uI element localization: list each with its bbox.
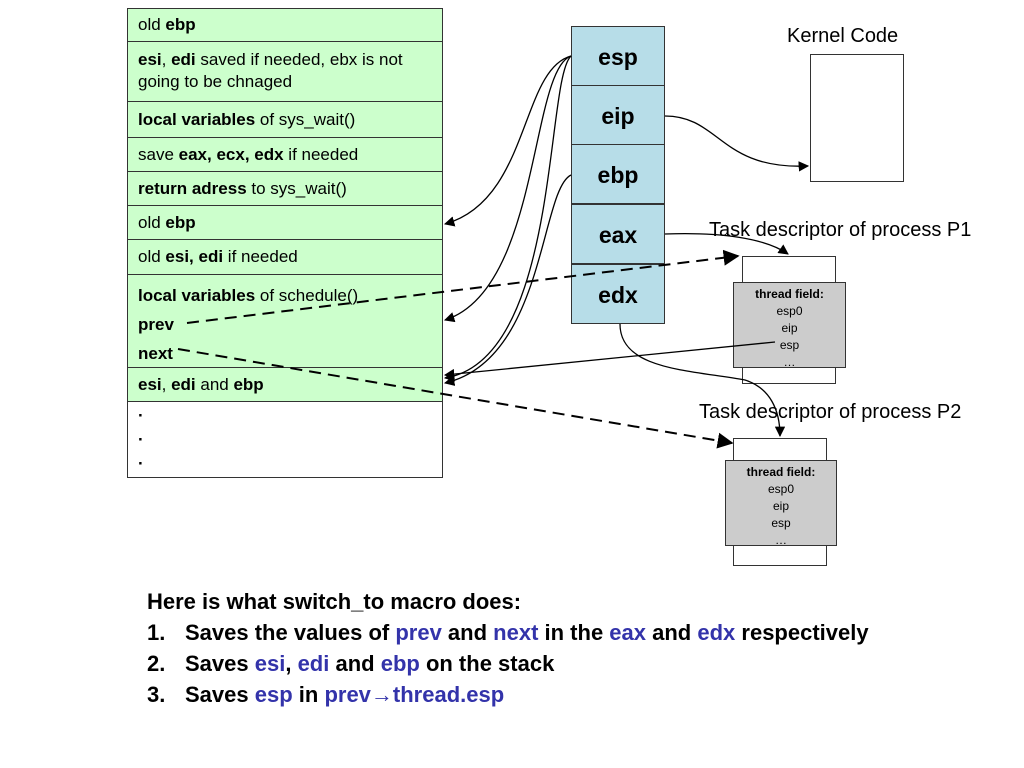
arrow-p1-esp-to-stack [443,341,776,380]
stack-cell-old-ebp-2: old ebp [127,205,443,240]
thread-field-p2: thread field: esp0 eip esp … [725,460,837,547]
stack-cell-esi-edi-saved: esi, edi saved if needed, ebx is not goi… [127,41,443,102]
prev-variable: prev [138,315,174,334]
notes-item-2: 2.Saves esi, edi and ebp on the stack [147,651,555,676]
stack-cell-dots: · · · [127,401,443,478]
stack-cell-old-esi-edi: old esi, edi if needed [127,239,443,275]
thread-field-p1: thread field: esp0 eip esp … [733,282,846,369]
notes-heading: Here is what switch_to macro does: [147,589,522,614]
stack-cell-old-ebp-1: old ebp [127,8,443,42]
stack-cell-local-vars-schedule: local variables of schedule() prev next [127,274,443,368]
arrow-eax-to-p1 [664,233,789,255]
register-edx: edx [571,264,665,324]
dashed-arrow-next-to-p2 [177,348,734,449]
arrow-esp-to-esi-edi-ebp [443,55,572,382]
task-descriptor-p1-label: Task descriptor of process P1 [709,219,972,241]
register-eip: eip [571,85,665,145]
stack-cell-esi-edi-ebp: esi, edi and ebp [127,367,443,402]
kernel-code-box [810,54,904,182]
arrow-esp-to-old-ebp [443,55,572,227]
stack-cell-return-address: return adress to sys_wait() [127,171,443,206]
register-esp: esp [571,26,665,86]
arrow-esp-to-prev [444,55,572,323]
next-variable: next [138,344,173,363]
arrow-edx-to-p2 [619,323,786,438]
register-eax: eax [571,204,665,264]
arrow-ebp-to-esi-edi-ebp [443,174,572,386]
arrow-eip-to-kernel-code [664,115,810,172]
kernel-stack: old ebp esi, edi saved if needed, ebx is… [127,8,443,478]
task-descriptor-p2-label: Task descriptor of process P2 [699,401,962,423]
notes-item-3: 3.Saves esp in prev→thread.esp [147,682,505,707]
dashed-arrow-prev-to-p1 [186,249,740,324]
kernel-code-label: Kernel Code [787,25,899,47]
notes-item-1: 1.Saves the values of prev and next in t… [147,620,869,645]
register-ebp: ebp [571,144,665,204]
switch-to-notes: Here is what switch_to macro does: 1.Sav… [147,586,869,710]
